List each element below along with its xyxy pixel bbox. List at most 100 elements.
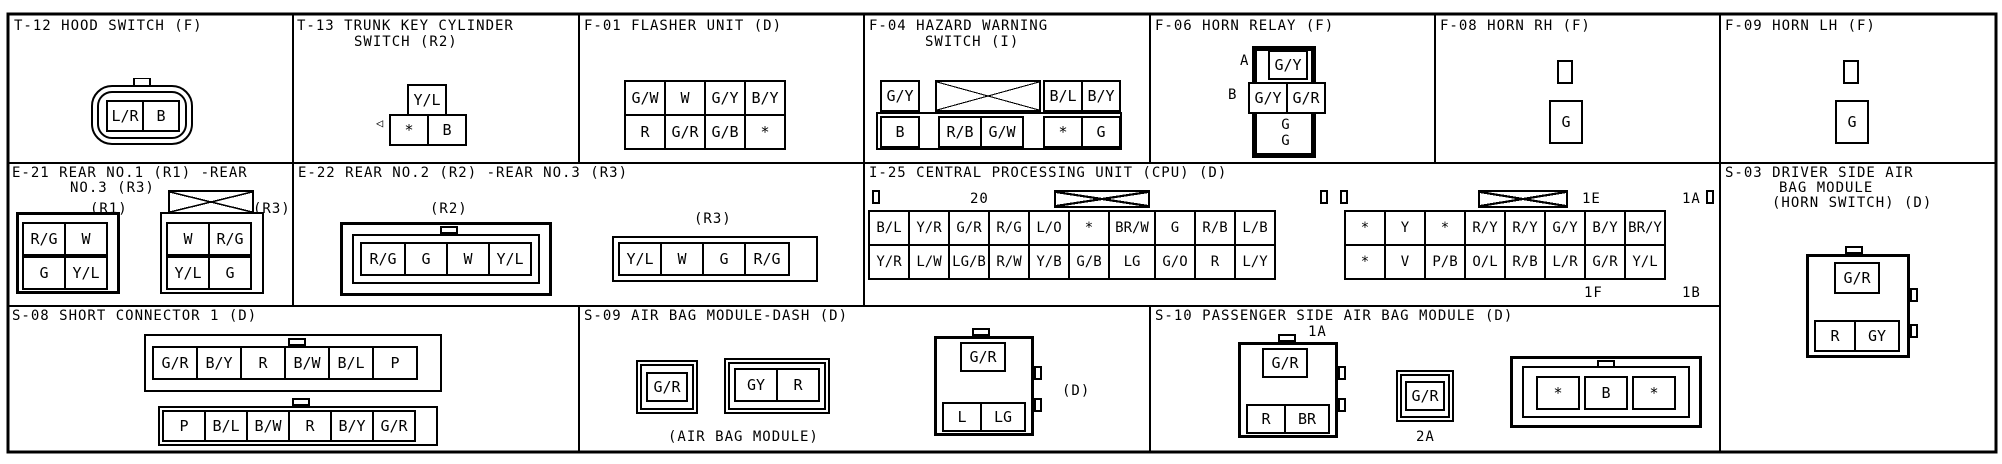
e22-label-r3: (R3) — [694, 211, 732, 227]
e22-r2-pin: G — [404, 242, 448, 276]
f04-title: F-04 HAZARD WARNING — [869, 18, 1049, 34]
f08-title: F-08 HORN RH (F) — [1440, 18, 1591, 34]
s09-c2-pin: R — [776, 368, 820, 402]
i25-pin: G/B — [1068, 244, 1110, 280]
e22-r2-pin: Y/L — [488, 242, 532, 276]
i25-label-1f: 1F — [1584, 285, 1603, 301]
e22-r3-pin: G — [702, 242, 746, 276]
i25-pin: R — [1194, 244, 1236, 280]
s08-pin: B/Y — [196, 346, 242, 380]
s10-c1-latch-icon — [1338, 366, 1346, 380]
f01-title: F-01 FLASHER UNIT (D) — [584, 18, 783, 34]
t12-connector-outline — [91, 78, 193, 145]
f06-pin-b2: G/R — [1286, 82, 1326, 114]
s10-c3-lock-icon — [1597, 360, 1615, 368]
i25-mid-latch-icon — [1320, 190, 1328, 204]
i25-pin: B/L — [868, 210, 910, 246]
e21-r3-pin: G — [208, 256, 252, 290]
e22-r3-pin: Y/L — [618, 242, 662, 276]
i25-pin: G/R — [948, 210, 990, 246]
s09-c3-lock-icon — [972, 328, 990, 336]
s09-c3-pin-2: LG — [980, 402, 1026, 432]
e22-r2-pin: R/G — [360, 242, 406, 276]
i25-label-1e: 1E — [1582, 191, 1601, 207]
i25-right-blank-x — [1478, 190, 1568, 208]
t12-title: T-12 HOOD SWITCH (F) — [14, 18, 203, 34]
f06-pin-b1: G/Y — [1248, 82, 1288, 114]
f06-label-b: B — [1228, 87, 1238, 103]
f06-pin-c: G — [1281, 117, 1291, 133]
f04-pin-8: G — [1081, 116, 1121, 148]
s08-title: S-08 SHORT CONNECTOR 1 (D) — [12, 308, 258, 324]
f04-title-line2: SWITCH (I) — [925, 34, 1020, 50]
f01-pin: G/B — [704, 114, 746, 150]
s09-c3-pin-1: L — [942, 402, 982, 432]
s08-pin: B/W — [284, 346, 330, 380]
i25-pin: O/L — [1464, 244, 1506, 280]
f06-title: F-06 HORN RELAY (F) — [1155, 18, 1335, 34]
s08-bottom-lock-icon — [292, 398, 310, 406]
i25-pin: Y — [1384, 210, 1426, 246]
e21-r3-pin: Y/L — [166, 256, 210, 290]
i25-label-1a: 1A — [1682, 191, 1701, 207]
i25-pin: Y/R — [868, 244, 910, 280]
f04-pin-5: R/B — [938, 116, 982, 148]
f08-pin: G — [1549, 100, 1583, 144]
e22-r3-pin: W — [660, 242, 704, 276]
s08-pin: P — [162, 410, 206, 442]
f08-terminal-icon — [1557, 60, 1573, 84]
s10-label-2a: 2A — [1416, 429, 1435, 445]
i25-label-20: 20 — [970, 191, 989, 207]
e22-label-r2: (R2) — [430, 201, 468, 217]
s03-latch-icon — [1910, 324, 1918, 338]
i25-pin: LG — [1108, 244, 1156, 280]
f04-pin-4: B — [880, 116, 920, 148]
i25-pin: R/Y — [1504, 210, 1546, 246]
s08-pin: B/L — [328, 346, 374, 380]
s09-c2-pin: GY — [734, 368, 778, 402]
i25-pin: L/O — [1028, 210, 1070, 246]
i25-pin: G/R — [1584, 244, 1626, 280]
i25-right-latch-icon — [1706, 190, 1714, 204]
f04-pin-1: G/Y — [880, 80, 920, 112]
i25-pin: B/Y — [1584, 210, 1626, 246]
i25-pin: R/W — [988, 244, 1030, 280]
i25-pin: G/O — [1154, 244, 1196, 280]
t13-title-line2: SWITCH (R2) — [354, 34, 458, 50]
i25-pin: Y/L — [1624, 244, 1666, 280]
s03-pin-top: G/R — [1834, 262, 1880, 294]
s08-pin: R — [240, 346, 286, 380]
e21-r1-pin: R/G — [22, 222, 66, 256]
t13-title: T-13 TRUNK KEY CYLINDER — [297, 18, 514, 34]
s09-title: S-09 AIR BAG MODULE-DASH (D) — [584, 308, 849, 324]
f01-pin: * — [744, 114, 786, 150]
s10-c1-lock-icon — [1278, 334, 1296, 342]
e21-r1-pin: W — [64, 222, 108, 256]
s03-pin-1: R — [1814, 320, 1856, 352]
e22-title: E-22 REAR NO.2 (R2) -REAR NO.3 (R3) — [298, 165, 629, 181]
t13-pin-b2: B — [427, 114, 467, 146]
i25-pin: L/R — [1544, 244, 1586, 280]
i25-pin: R/Y — [1464, 210, 1506, 246]
f01-pin: G/Y — [704, 80, 746, 116]
s03-lock-icon — [1845, 246, 1863, 254]
f04-pin-7: * — [1043, 116, 1083, 148]
f09-title: F-09 HORN LH (F) — [1725, 18, 1876, 34]
s09-c3-latch-icon — [1034, 366, 1042, 380]
f01-pin: R — [624, 114, 666, 150]
i25-pin: * — [1344, 210, 1386, 246]
i25-pin: G — [1154, 210, 1196, 246]
e22-r2-lock-icon — [440, 226, 458, 234]
i25-pin: Y/B — [1028, 244, 1070, 280]
s08-pin: R — [288, 410, 332, 442]
e21-title: E-21 REAR NO.1 (R1) -REAR — [12, 165, 248, 181]
i25-pin: R/G — [988, 210, 1030, 246]
i25-pin: L/Y — [1234, 244, 1276, 280]
s03-title-line2: BAG MODULE — [1779, 180, 1874, 196]
s03-title-line3: (HORN SWITCH) (D) — [1772, 195, 1933, 211]
i25-pin: * — [1068, 210, 1110, 246]
i25-pin: R/B — [1504, 244, 1546, 280]
e21-r1-pin: Y/L — [64, 256, 108, 290]
i25-pin: BR/Y — [1624, 210, 1666, 246]
